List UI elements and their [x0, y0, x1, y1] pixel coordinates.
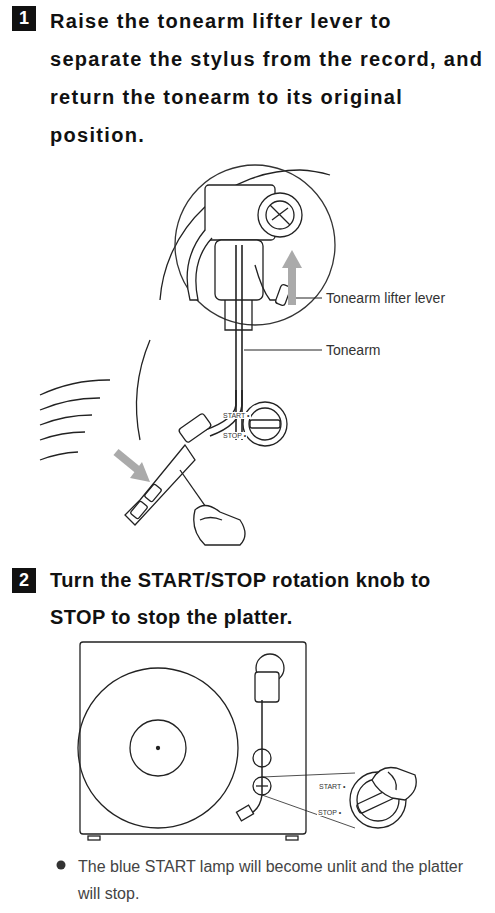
callout-label: Tonearm lifter lever	[326, 290, 445, 306]
knob-label: STOP •	[222, 432, 247, 439]
knob-label: START •	[318, 783, 347, 790]
note-text: The blue START lamp will become unlit an…	[78, 853, 486, 907]
step-number-box: 1	[12, 6, 36, 31]
knob-label: STOP •	[317, 809, 342, 816]
step-instruction: Raise the tonearm lifter lever to separa…	[50, 2, 490, 154]
step-instruction: Turn the START/STOP rotation knob to STO…	[50, 562, 490, 636]
knob-label: START •	[222, 412, 251, 419]
callout-label: Tonearm	[326, 342, 380, 358]
step-number: 1	[19, 8, 29, 29]
step-number-box: 2	[12, 568, 36, 593]
step-number: 2	[19, 570, 29, 591]
